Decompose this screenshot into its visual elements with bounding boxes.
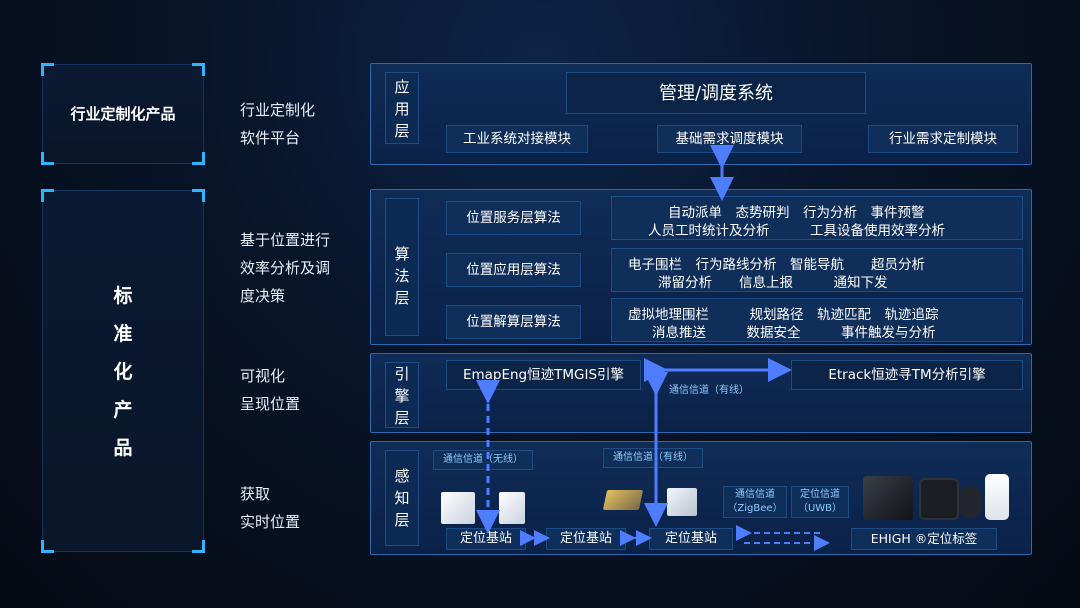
layer-name: 感 知 层 bbox=[385, 450, 419, 546]
tag-device-icon bbox=[863, 476, 913, 520]
title-char: 产 bbox=[113, 399, 133, 421]
layer-name-char: 层 bbox=[394, 122, 410, 140]
wristband-icon bbox=[959, 486, 981, 518]
algo-line: 自动派单 态势研判 行为分析 事件预警 bbox=[668, 205, 925, 221]
locating-tag-label: EHIGH ®定位标签 bbox=[851, 528, 997, 550]
module-basic: 基础需求调度模块 bbox=[657, 125, 802, 153]
algorithm-layer: 算 法 层 位置服务层算法 自动派单 态势研判 行为分析 事件预警 人员工时统计… bbox=[370, 189, 1032, 345]
desc-line: 实时位置 bbox=[240, 513, 301, 531]
desc-efficiency: 基于位置进行 效率分析及调 度决策 bbox=[240, 226, 330, 310]
badge-tag-icon bbox=[985, 474, 1009, 520]
algo-line: 消息推送 数据安全 事件触发与分析 bbox=[652, 325, 936, 341]
application-layer: 应 用 层 管理/调度系统 工业系统对接模块 基础需求调度模块 行业需求定制模块 bbox=[370, 63, 1032, 165]
base-station-3: 定位基站 bbox=[649, 528, 733, 550]
engine-channel-label: 通信信道（有线） bbox=[669, 385, 749, 396]
layer-name-char: 引 bbox=[394, 365, 410, 383]
channel-line: （UWB） bbox=[797, 503, 843, 514]
title-char: 标 bbox=[113, 285, 133, 307]
channel-line: （ZigBee） bbox=[727, 503, 783, 514]
layer-name-char: 擎 bbox=[394, 387, 410, 405]
management-system-title: 管理/调度系统 bbox=[566, 72, 866, 114]
layer-name-char: 应 bbox=[394, 78, 410, 96]
algo-line: 虚拟地理围栏 规划路径 轨迹匹配 轨迹追踪 bbox=[628, 307, 939, 323]
corner-decoration bbox=[41, 63, 54, 76]
layer-name-char: 法 bbox=[394, 267, 410, 285]
layer-name-char: 算 bbox=[394, 245, 410, 263]
corner-decoration bbox=[41, 540, 54, 553]
algo-row-label: 位置服务层算法 bbox=[446, 201, 581, 235]
tag-device-icon bbox=[919, 478, 959, 520]
custom-product-title: 行业定制化产品 bbox=[70, 105, 176, 123]
algo-line: 滞留分析 信息上报 通知下发 bbox=[658, 275, 888, 291]
layer-name-char: 感 bbox=[394, 467, 410, 485]
corner-decoration bbox=[192, 152, 205, 165]
custom-product-box: 行业定制化产品 bbox=[41, 63, 205, 165]
layer-name: 算 法 层 bbox=[385, 198, 419, 336]
layer-name-char: 层 bbox=[394, 511, 410, 529]
channel-line: 通信信道 bbox=[735, 489, 775, 500]
title-char: 品 bbox=[113, 437, 133, 459]
algo-row-label: 位置解算层算法 bbox=[446, 305, 581, 339]
module-industrial: 工业系统对接模块 bbox=[446, 125, 588, 153]
layer-name: 引 擎 层 bbox=[385, 362, 419, 428]
channel-uwb: 定位信道 （UWB） bbox=[791, 486, 849, 518]
channel-zigbee: 通信信道 （ZigBee） bbox=[723, 486, 787, 518]
layer-name-char: 层 bbox=[394, 289, 410, 307]
algo-line: 人员工时统计及分析 工具设备使用效率分析 bbox=[648, 223, 945, 239]
algo-row-content: 自动派单 态势研判 行为分析 事件预警 人员工时统计及分析 工具设备使用效率分析 bbox=[611, 196, 1023, 240]
algo-row-label: 位置应用层算法 bbox=[446, 253, 581, 287]
algo-row-content: 虚拟地理围栏 规划路径 轨迹匹配 轨迹追踪 消息推送 数据安全 事件触发与分析 bbox=[611, 298, 1023, 342]
base-station-device-icon bbox=[441, 492, 475, 524]
engine-etrack: Etrack恒迹寻TM分析引擎 bbox=[791, 360, 1023, 390]
corner-decoration bbox=[41, 189, 54, 202]
base-station-device-icon bbox=[499, 492, 525, 524]
corner-decoration bbox=[192, 189, 205, 202]
desc-realtime: 获取 实时位置 bbox=[240, 480, 300, 536]
title-char: 准 bbox=[113, 323, 133, 345]
desc-line: 行业定制化 bbox=[240, 101, 316, 119]
desc-line: 软件平台 bbox=[240, 129, 301, 147]
desc-line: 呈现位置 bbox=[240, 395, 301, 413]
module-custom: 行业需求定制模块 bbox=[868, 125, 1018, 153]
layer-name-char: 知 bbox=[394, 489, 410, 507]
standard-product-box: 标 准 化 产 品 bbox=[41, 189, 205, 553]
desc-software-platform: 行业定制化 软件平台 bbox=[240, 96, 315, 152]
desc-visualize: 可视化 呈现位置 bbox=[240, 362, 300, 418]
corner-decoration bbox=[41, 152, 54, 165]
corner-decoration bbox=[192, 540, 205, 553]
desc-line: 基于位置进行 bbox=[240, 231, 331, 249]
algo-row-content: 电子围栏 行为路线分析 智能导航 超员分析 滞留分析 信息上报 通知下发 bbox=[611, 248, 1023, 292]
title-char: 化 bbox=[113, 361, 133, 383]
channel-line: 定位信道 bbox=[800, 489, 840, 500]
corner-decoration bbox=[192, 63, 205, 76]
desc-line: 效率分析及调 bbox=[240, 259, 331, 277]
layer-name-char: 用 bbox=[394, 100, 410, 118]
layer-name-char: 层 bbox=[394, 409, 410, 427]
layer-name: 应 用 层 bbox=[385, 72, 419, 144]
desc-line: 度决策 bbox=[240, 287, 286, 305]
standard-product-title: 标 准 化 产 品 bbox=[43, 277, 203, 467]
desc-line: 获取 bbox=[240, 485, 271, 503]
desc-line: 可视化 bbox=[240, 367, 286, 385]
base-station-device-icon bbox=[667, 488, 697, 516]
algo-line: 电子围栏 行为路线分析 智能导航 超员分析 bbox=[628, 257, 925, 273]
